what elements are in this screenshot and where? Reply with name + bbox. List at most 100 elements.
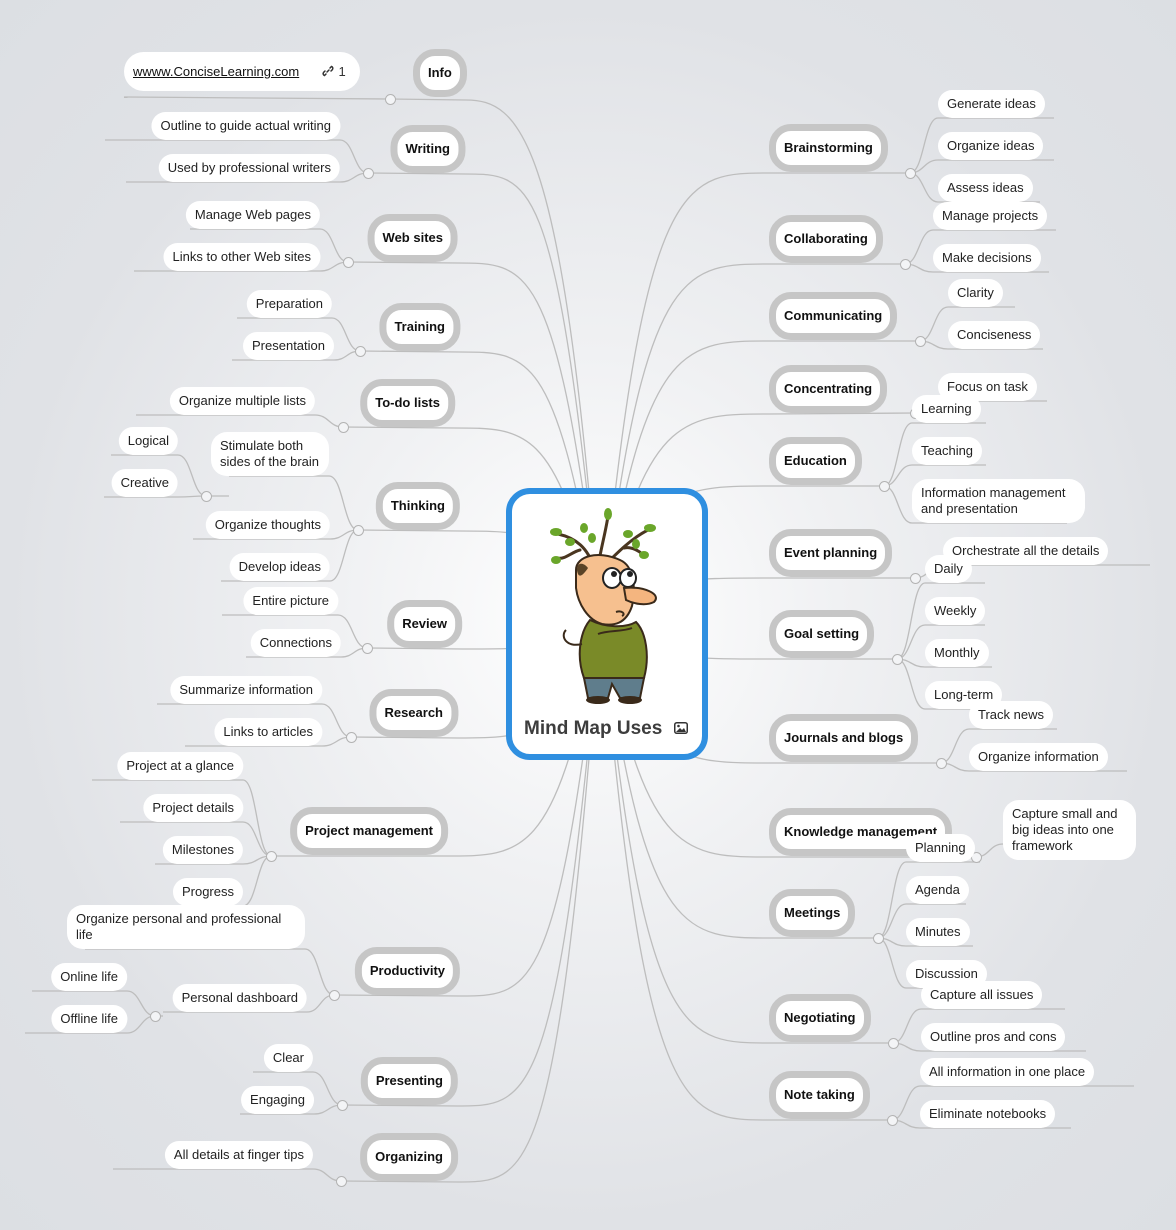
- central-topic[interactable]: Mind Map Uses: [506, 488, 708, 760]
- collapse-dot[interactable]: [971, 852, 982, 863]
- subtopic-summarize-information[interactable]: Summarize information: [170, 676, 322, 704]
- collapse-dot[interactable]: [346, 732, 357, 743]
- branch-thinking[interactable]: Thinking: [375, 482, 460, 530]
- subtopic-outline-to-guide-actual-writin[interactable]: Outline to guide actual writing: [151, 112, 340, 140]
- subtopic-outline-pros-and-cons[interactable]: Outline pros and cons: [921, 1023, 1066, 1051]
- subtopic-presentation[interactable]: Presentation: [243, 332, 334, 360]
- subtopic-all-details-at-finger-tips[interactable]: All details at finger tips: [164, 1141, 313, 1169]
- collapse-dot[interactable]: [343, 257, 354, 268]
- collapse-dot[interactable]: [892, 654, 903, 665]
- subtopic-used-by-professional-writers[interactable]: Used by professional writers: [158, 154, 340, 182]
- subtopic-logical[interactable]: Logical: [118, 427, 178, 455]
- branch-event-planning[interactable]: Event planning: [769, 529, 893, 577]
- collapse-dot[interactable]: [337, 1100, 348, 1111]
- subtopic-all-information-in-one-place[interactable]: All information in one place: [920, 1058, 1095, 1086]
- collapse-dot[interactable]: [338, 422, 349, 433]
- subtopic-make-decisions[interactable]: Make decisions: [933, 244, 1041, 272]
- subtopic-develop-ideas[interactable]: Develop ideas: [229, 553, 330, 581]
- subtopic-organize-information[interactable]: Organize information: [969, 743, 1108, 771]
- branch-info[interactable]: Info: [413, 49, 467, 97]
- collapse-dot[interactable]: [879, 481, 890, 492]
- subtopic-entire-picture[interactable]: Entire picture: [243, 587, 338, 615]
- branch-note-taking[interactable]: Note taking: [769, 1071, 870, 1119]
- collapse-dot[interactable]: [385, 94, 396, 105]
- subtopic-weekly[interactable]: Weekly: [925, 597, 986, 625]
- collapse-dot[interactable]: [266, 851, 277, 862]
- subtopic-manage-web-pages[interactable]: Manage Web pages: [185, 201, 320, 229]
- collapse-dot[interactable]: [353, 525, 364, 536]
- branch-training[interactable]: Training: [379, 303, 460, 351]
- subtopic-conciseness[interactable]: Conciseness: [948, 321, 1041, 349]
- subtopic-organize-personal-and-professi[interactable]: Organize personal and professional life: [67, 905, 305, 949]
- collapse-dot[interactable]: [873, 933, 884, 944]
- subtopic-teaching[interactable]: Teaching: [912, 437, 983, 465]
- subtopic-milestones[interactable]: Milestones: [162, 836, 243, 864]
- subtopic-organize-ideas[interactable]: Organize ideas: [938, 132, 1044, 160]
- branch-productivity[interactable]: Productivity: [354, 947, 460, 995]
- branch-writing[interactable]: Writing: [390, 125, 465, 173]
- image-icon[interactable]: [674, 722, 688, 734]
- collapse-dot[interactable]: [887, 1115, 898, 1126]
- info-link-card[interactable]: wwww.ConciseLearning.com 1: [124, 52, 360, 91]
- subtopic-monthly[interactable]: Monthly: [925, 639, 989, 667]
- subtopic-minutes[interactable]: Minutes: [906, 918, 970, 946]
- collapse-dot[interactable]: [362, 643, 373, 654]
- subtopic-assess-ideas[interactable]: Assess ideas: [938, 174, 1033, 202]
- subtopic-information-management-and-pre[interactable]: Information management and presentation: [912, 479, 1085, 523]
- subtopic-agenda[interactable]: Agenda: [906, 876, 969, 904]
- subtopic-capture-all-issues[interactable]: Capture all issues: [921, 981, 1043, 1009]
- subtopic-learning[interactable]: Learning: [912, 395, 981, 423]
- subtopic-organize-multiple-lists[interactable]: Organize multiple lists: [169, 387, 315, 415]
- subtopic-connections[interactable]: Connections: [250, 629, 341, 657]
- subtopic-engaging[interactable]: Engaging: [241, 1086, 314, 1114]
- subtopic-project-at-a-glance[interactable]: Project at a glance: [117, 752, 243, 780]
- collapse-dot[interactable]: [900, 259, 911, 270]
- branch-review[interactable]: Review: [387, 600, 462, 648]
- branch-communicating[interactable]: Communicating: [769, 292, 898, 340]
- branch-journals-and-blogs[interactable]: Journals and blogs: [769, 714, 919, 762]
- collapse-dot[interactable]: [355, 346, 366, 357]
- subtopic-offline-life[interactable]: Offline life: [51, 1005, 127, 1033]
- branch-concentrating[interactable]: Concentrating: [769, 365, 888, 413]
- subtopic-project-details[interactable]: Project details: [143, 794, 243, 822]
- subtopic-links-to-articles[interactable]: Links to articles: [214, 718, 322, 746]
- branch-project-management[interactable]: Project management: [290, 807, 448, 855]
- subtopic-personal-dashboard[interactable]: Personal dashboard: [172, 984, 307, 1012]
- branch-meetings[interactable]: Meetings: [769, 889, 856, 937]
- branch-presenting[interactable]: Presenting: [360, 1057, 458, 1105]
- collapse-dot[interactable]: [363, 168, 374, 179]
- subtopic-generate-ideas[interactable]: Generate ideas: [938, 90, 1045, 118]
- branch-education[interactable]: Education: [769, 437, 862, 485]
- branch-web-sites[interactable]: Web sites: [367, 214, 458, 262]
- branch-research[interactable]: Research: [369, 689, 458, 737]
- collapse-dot[interactable]: [201, 491, 212, 502]
- subtopic-planning[interactable]: Planning: [906, 834, 975, 862]
- branch-collaborating[interactable]: Collaborating: [769, 215, 883, 263]
- collapse-dot[interactable]: [329, 990, 340, 1001]
- subtopic-capture-small-and-big-ideas-in[interactable]: Capture small and big ideas into one fra…: [1003, 800, 1136, 860]
- subtopic-clarity[interactable]: Clarity: [948, 279, 1003, 307]
- collapse-dot[interactable]: [910, 573, 921, 584]
- subtopic-orchestrate-all-the-details[interactable]: Orchestrate all the details: [943, 537, 1109, 565]
- subtopic-links-to-other-web-sites[interactable]: Links to other Web sites: [163, 243, 320, 271]
- subtopic-preparation[interactable]: Preparation: [246, 290, 332, 318]
- branch-goal-setting[interactable]: Goal setting: [769, 610, 875, 658]
- subtopic-clear[interactable]: Clear: [263, 1044, 313, 1072]
- collapse-dot[interactable]: [905, 168, 916, 179]
- subtopic-online-life[interactable]: Online life: [51, 963, 127, 991]
- collapse-dot[interactable]: [336, 1176, 347, 1187]
- subtopic-track-news[interactable]: Track news: [969, 701, 1053, 729]
- collapse-dot[interactable]: [915, 336, 926, 347]
- subtopic-creative[interactable]: Creative: [111, 469, 178, 497]
- subtopic-organize-thoughts[interactable]: Organize thoughts: [205, 511, 330, 539]
- collapse-dot[interactable]: [936, 758, 947, 769]
- subtopic-stimulate-both-sides-of-the-br[interactable]: Stimulate both sides of the brain: [211, 432, 329, 476]
- branch-negotiating[interactable]: Negotiating: [769, 994, 871, 1042]
- subtopic-daily[interactable]: Daily: [925, 555, 972, 583]
- website-link[interactable]: wwww.ConciseLearning.com: [133, 64, 300, 79]
- collapse-dot[interactable]: [150, 1011, 161, 1022]
- subtopic-eliminate-notebooks[interactable]: Eliminate notebooks: [920, 1100, 1056, 1128]
- branch-to-do-lists[interactable]: To-do lists: [360, 379, 455, 427]
- branch-organizing[interactable]: Organizing: [360, 1133, 458, 1181]
- collapse-dot[interactable]: [888, 1038, 899, 1049]
